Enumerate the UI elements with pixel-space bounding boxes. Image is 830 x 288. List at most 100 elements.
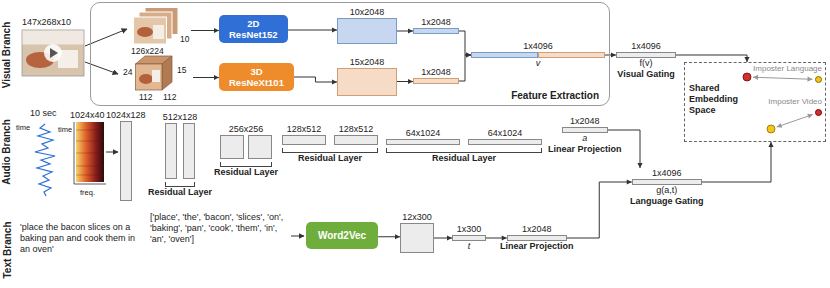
connector-line: [459, 55, 471, 81]
text-label: time: [16, 122, 30, 133]
text-label: 1024x40: [70, 110, 105, 121]
contrast-arrow: [777, 114, 813, 128]
input-arrow: [106, 152, 118, 153]
block-row: [165, 123, 195, 179]
dimension-label: 1x4096: [652, 168, 682, 179]
node-label: Residual Layer: [298, 153, 362, 164]
connector: [378, 234, 400, 239]
text-label: ['place', 'the', 'bacon', 'slices', 'on'…: [150, 212, 288, 245]
connector-line: [288, 30, 337, 31]
feature-block: [562, 127, 608, 133]
contrast-arrow: [753, 75, 813, 82]
feature-vector: 1x2048: [413, 67, 459, 84]
block-row: [471, 52, 605, 58]
cnn-box: 3D ResNeXt101: [219, 63, 294, 91]
connector-line: [567, 182, 632, 238]
block-row: [616, 52, 676, 58]
block-column: [538, 52, 605, 58]
embedding-box: Word2Vec: [306, 222, 378, 249]
node-label: Language Gating: [630, 196, 704, 207]
feature-map: 10x2048: [337, 7, 397, 44]
projection-vector: 1x2048Linear Projection: [500, 224, 574, 252]
cnn-box: 2D ResNet152: [219, 15, 288, 43]
block-row: [337, 68, 397, 96]
block-group: 64x1024 64x1024: [386, 128, 542, 153]
video-thumbnail: [22, 30, 84, 76]
picture-holder: [135, 55, 173, 95]
embedding-space: Shared Embedding Space Imposter LanguageI…: [684, 62, 826, 142]
node-label: f(v): [640, 58, 653, 69]
feature-map: 1024x128: [106, 110, 146, 201]
dimension-label: 15x2048: [350, 57, 385, 68]
dimension-label: 1024x128: [106, 110, 146, 121]
text-label: time: [58, 124, 72, 135]
block-row: [220, 135, 272, 159]
node-label: Visual Gating: [617, 69, 674, 80]
contrast-line: [753, 77, 813, 79]
block-column: [413, 78, 459, 84]
block-row: [632, 179, 702, 185]
block-column: [452, 235, 486, 241]
connector: [567, 179, 632, 238]
arrowhead: [807, 77, 812, 82]
node-label: Residual Layer: [214, 167, 278, 178]
dimension-label: 64x1024: [406, 128, 441, 139]
dimension-label: 10x2048: [350, 7, 385, 18]
node-label: g(a,t): [656, 185, 677, 196]
feature-block: [386, 139, 460, 145]
dimension-label: 64x1024: [488, 128, 523, 139]
dimension-label: 1x2048: [421, 17, 451, 28]
branch-label: Text Branch: [1, 221, 13, 278]
layer-bracket: [165, 182, 195, 187]
connector-line: [676, 55, 747, 62]
block-column: [337, 18, 397, 44]
feature-block: [468, 139, 542, 145]
block-row: [120, 121, 132, 201]
dimension-label: 512x128: [163, 112, 198, 123]
feature-block: [334, 135, 378, 145]
dimension-label: 12x300: [402, 212, 432, 223]
block-group: [471, 52, 605, 58]
dimension-label: 1x2048: [522, 224, 552, 235]
clip-cube: 2411211215: [123, 53, 193, 103]
residual-layer: 512x128Residual Layer: [148, 112, 212, 198]
feature-block: [337, 18, 397, 44]
dimension-label: 1x2048: [421, 67, 451, 78]
node-label: Linear Projection: [500, 241, 574, 252]
dimension-label: 1x4096: [523, 41, 553, 52]
connector: [459, 52, 471, 81]
block-group: [507, 235, 567, 241]
block-row: [507, 235, 567, 241]
block-column: [562, 127, 608, 133]
block-row: [413, 78, 459, 84]
frame-stack: 126x22410: [129, 7, 191, 57]
residual-layer: 64x102464x1024Residual Layer: [386, 128, 542, 164]
arrowhead: [637, 163, 642, 168]
gated-vector: 1x4096 g(a,t)Language Gating: [630, 168, 704, 207]
feature-vector: 1x2048: [413, 17, 459, 34]
block-column: [616, 52, 676, 58]
feature-block: [471, 52, 538, 58]
block-column: 64x1024: [468, 128, 542, 145]
block-group: 128x512128x512: [282, 124, 378, 153]
layer-bracket: [220, 162, 272, 167]
imposter-label: Imposter Language: [753, 64, 822, 74]
dimension-label: 24: [123, 67, 132, 78]
connector: [397, 79, 413, 84]
block-group: [562, 127, 608, 133]
connector: [676, 55, 750, 62]
block-column: [507, 235, 567, 241]
layer-bracket: [386, 148, 542, 153]
panel-title: Shared Embedding Space: [689, 83, 738, 116]
branch-label: Audio Branch: [1, 119, 13, 185]
imposter-point: Imposter Video: [768, 97, 822, 116]
block-group: [616, 52, 676, 58]
feature-map: 15x2048: [337, 57, 397, 96]
connector: [486, 235, 507, 240]
gated-vector: 1x4096f(v)Visual Gating: [616, 41, 676, 80]
connector: [434, 235, 452, 240]
connector: [397, 28, 413, 33]
box-label: 2D ResNet152: [229, 18, 278, 40]
connector: [191, 28, 219, 33]
block-column: [400, 223, 434, 253]
